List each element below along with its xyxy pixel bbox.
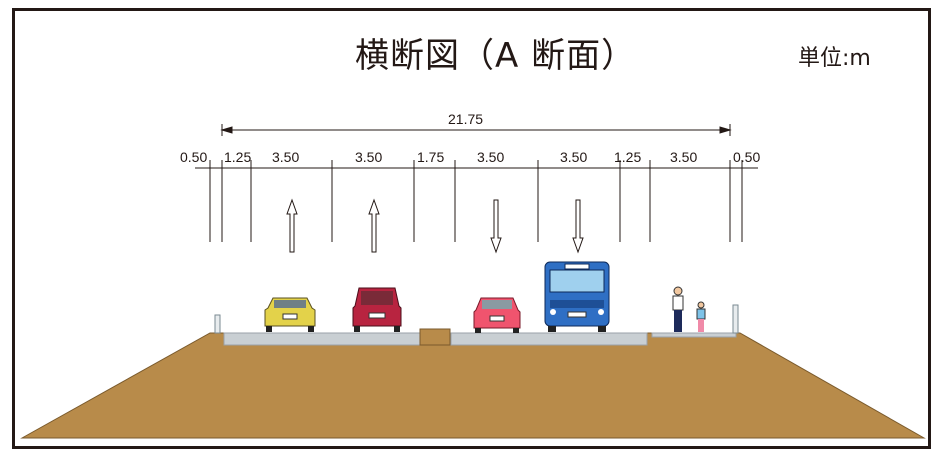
direction-arrow-up bbox=[286, 198, 298, 253]
car-yellow bbox=[264, 297, 316, 332]
pavement-right bbox=[450, 332, 648, 346]
segment-label: 1.25 bbox=[614, 149, 641, 165]
total-dimension-line bbox=[220, 124, 732, 136]
pedestrian-adult bbox=[672, 286, 684, 332]
total-width-label: 21.75 bbox=[448, 111, 483, 127]
guard-post-left bbox=[214, 314, 221, 334]
bus bbox=[544, 261, 610, 332]
diagram-title: 横断図（A 断面） bbox=[355, 36, 637, 76]
unit-label: 単位:m bbox=[798, 46, 871, 71]
segment-dimension-line bbox=[195, 160, 758, 242]
car-red bbox=[352, 287, 402, 332]
car-pink bbox=[473, 297, 521, 333]
segment-label: 0.50 bbox=[733, 149, 760, 165]
guard-post-right bbox=[732, 304, 739, 334]
segment-label: 1.75 bbox=[417, 149, 444, 165]
segment-label: 1.25 bbox=[224, 149, 251, 165]
pedestrian-child bbox=[696, 301, 706, 332]
segment-labels: 0.50 1.25 3.50 3.50 1.75 3.50 3.50 1.25 … bbox=[180, 149, 760, 165]
segment-label: 3.50 bbox=[560, 149, 587, 165]
direction-arrow-down bbox=[490, 199, 502, 254]
segment-label: 0.50 bbox=[180, 149, 207, 165]
median-divider bbox=[419, 328, 451, 346]
direction-arrow-up bbox=[368, 198, 380, 253]
direction-arrow-down bbox=[572, 199, 584, 254]
segment-label: 3.50 bbox=[477, 149, 504, 165]
embankment bbox=[20, 332, 926, 439]
segment-label: 3.50 bbox=[272, 149, 299, 165]
sidewalk bbox=[651, 332, 737, 338]
pavement-left bbox=[223, 332, 421, 346]
segment-label: 3.50 bbox=[355, 149, 382, 165]
segment-label: 3.50 bbox=[670, 149, 697, 165]
